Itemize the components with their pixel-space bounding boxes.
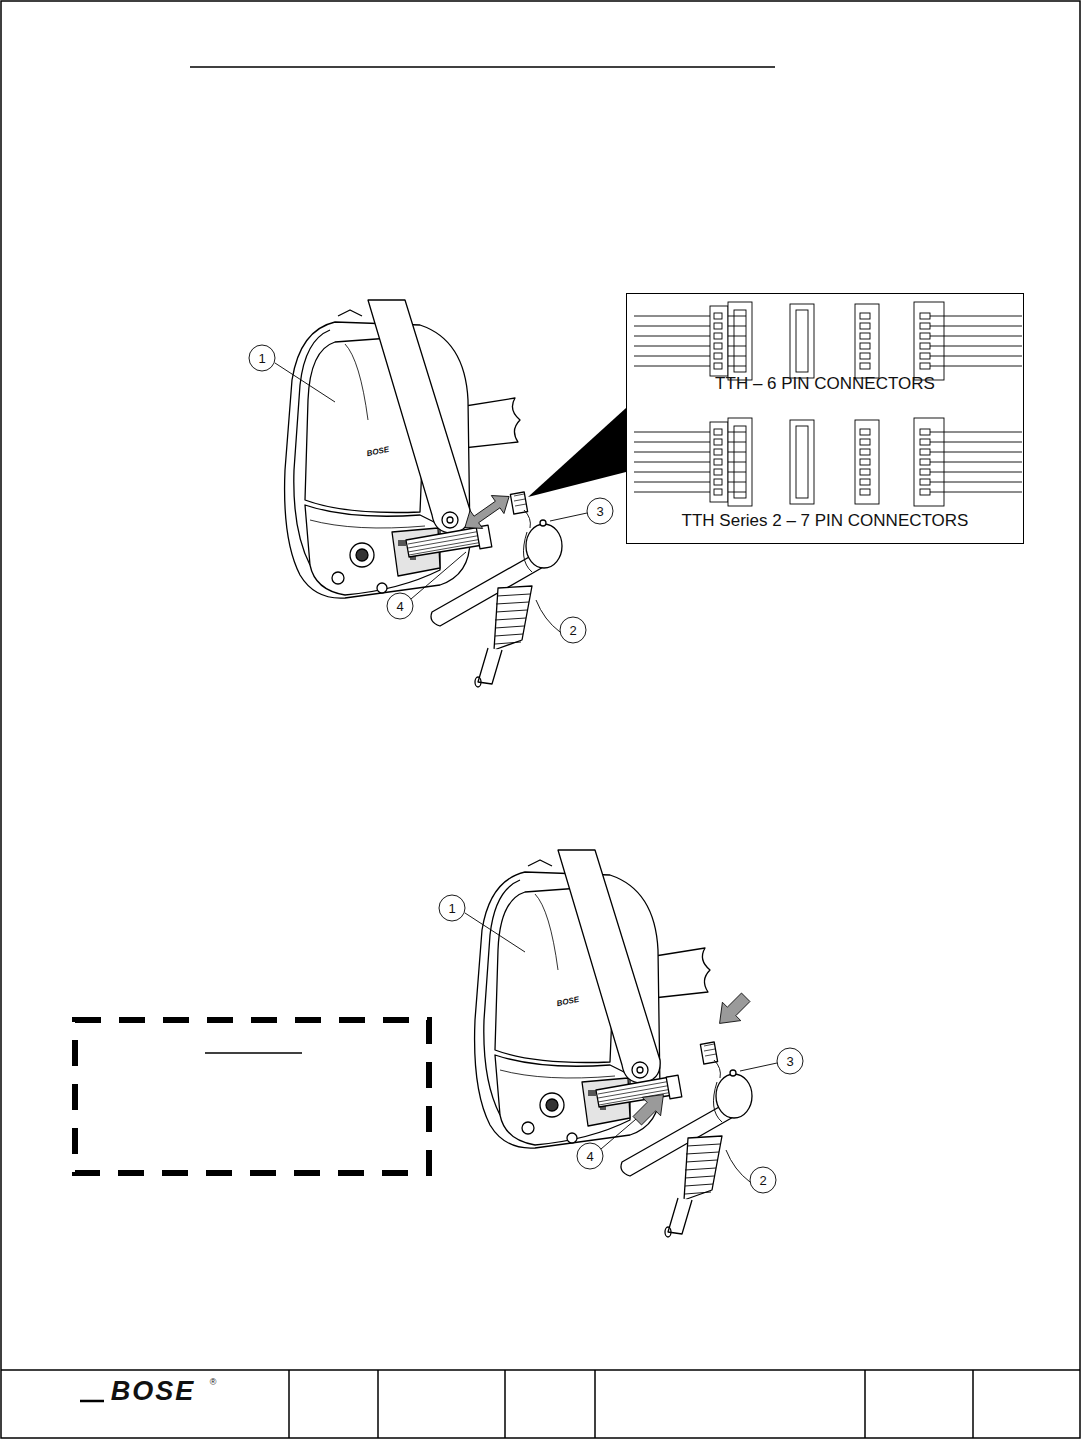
insert-arrow xyxy=(710,988,755,1033)
double-arrow xyxy=(459,488,516,537)
title-rule xyxy=(190,66,775,68)
callout-number: 2 xyxy=(759,1174,766,1187)
note-rule xyxy=(205,1052,302,1054)
brand-logo: BOSE xyxy=(556,996,580,1009)
detail-inset-box: TTH – 6 PIN CONNECTORS TTH Series 2 – 7 P… xyxy=(626,293,1024,544)
callout-number: 4 xyxy=(586,1150,593,1163)
logo-bar xyxy=(80,1400,104,1403)
insert-arrow xyxy=(628,1085,673,1130)
callout-number: 4 xyxy=(396,600,403,613)
connector-caption: TTH – 6 PIN CONNECTORS xyxy=(715,374,935,394)
registered-mark: ® xyxy=(210,1378,217,1387)
note-box xyxy=(75,1020,429,1173)
brand-logo: BOSE xyxy=(111,1378,196,1405)
callout-number: 3 xyxy=(596,505,603,518)
footer-grid xyxy=(1,1370,1080,1438)
connector-drawings xyxy=(634,302,1022,506)
brand-logo: BOSE xyxy=(366,446,390,459)
callout-number: 1 xyxy=(448,902,455,915)
detail-wedge xyxy=(528,408,626,497)
callout-number: 3 xyxy=(786,1055,793,1068)
connector-caption: TTH Series 2 – 7 PIN CONNECTORS xyxy=(682,511,969,531)
headset-earcup-figure xyxy=(439,850,803,1237)
headset-earcup-figure xyxy=(249,300,613,687)
callout-number: 1 xyxy=(258,352,265,365)
callout-number: 2 xyxy=(569,624,576,637)
